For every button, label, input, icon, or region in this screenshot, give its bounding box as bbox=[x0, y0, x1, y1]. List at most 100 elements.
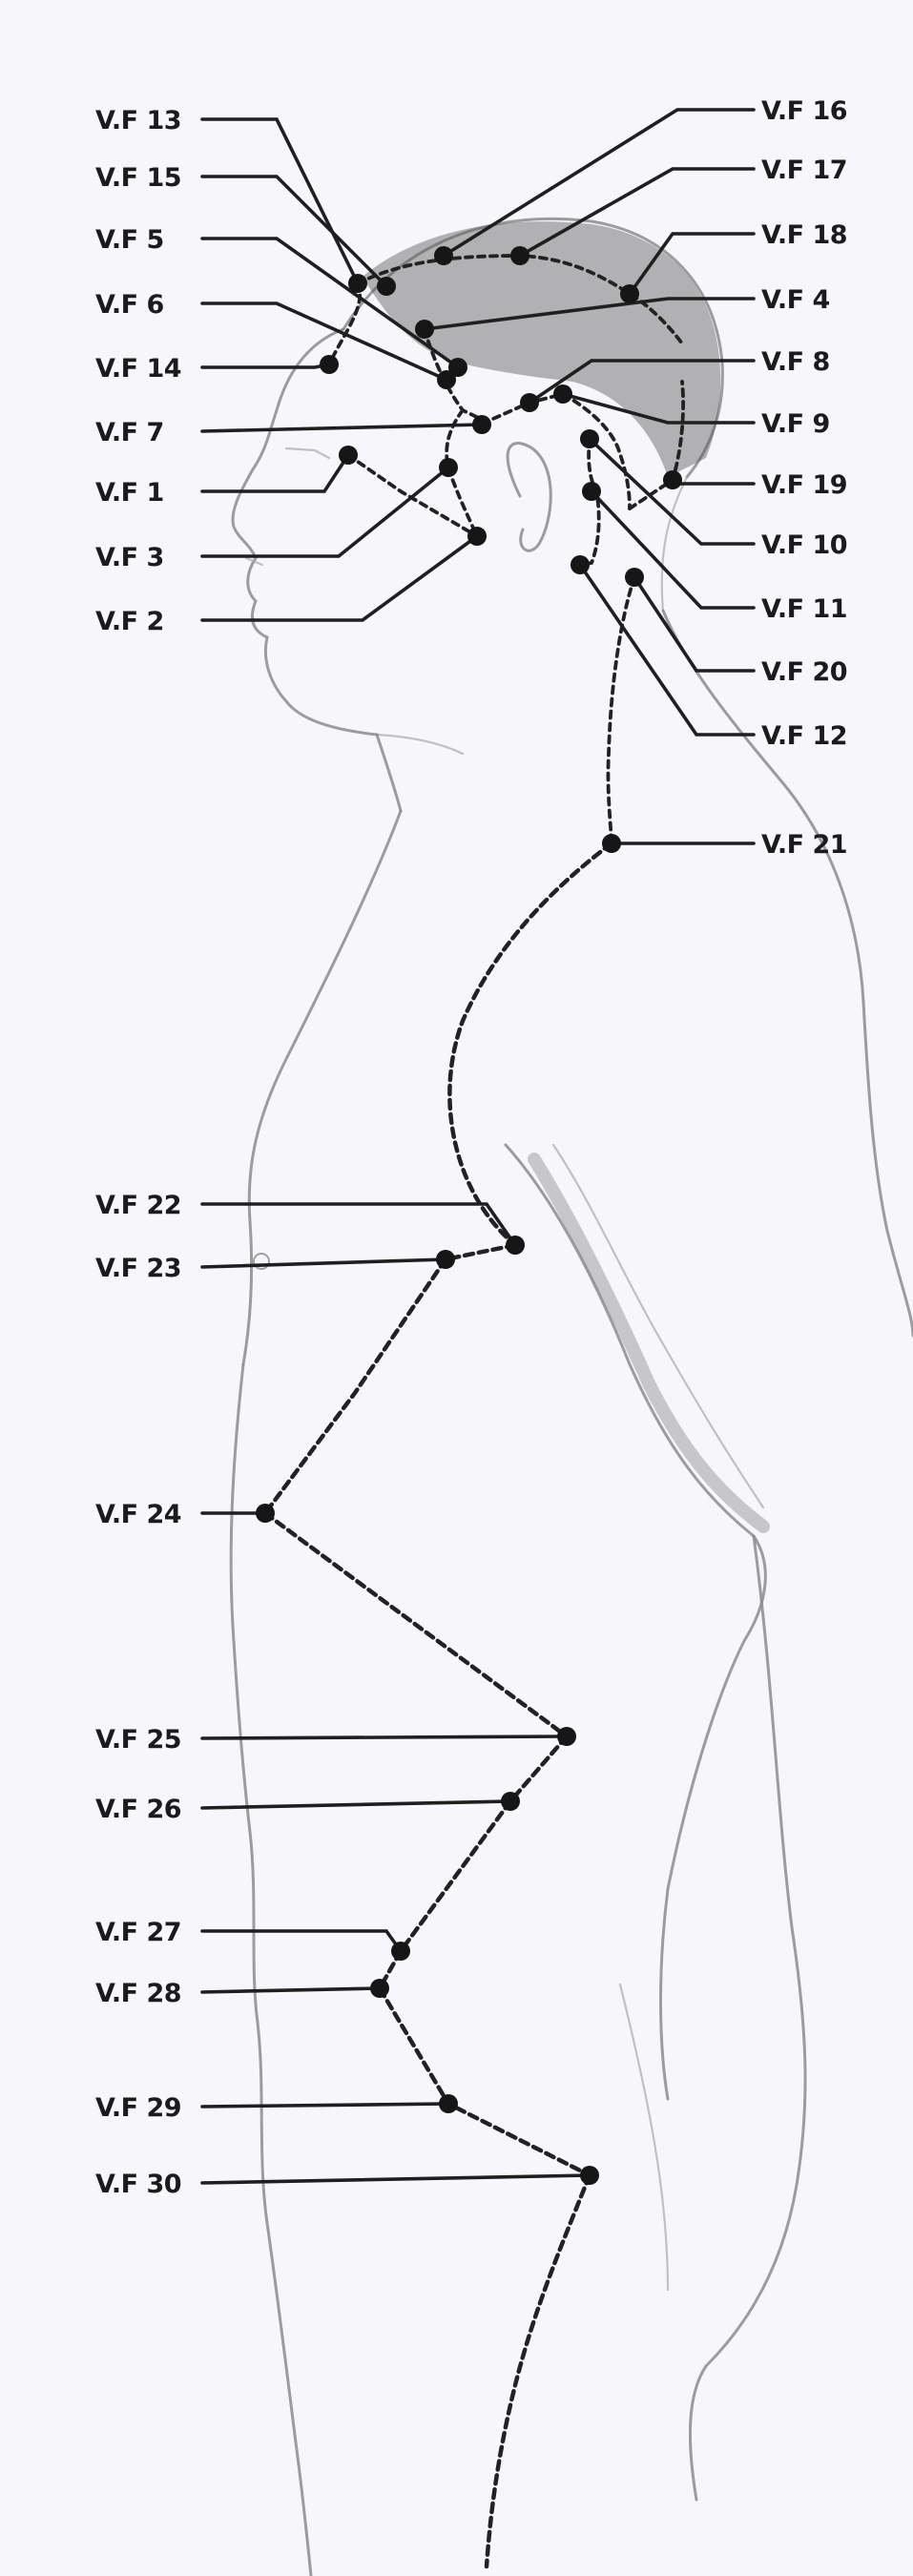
meridian-segment-scalp-top bbox=[356, 254, 684, 345]
meridian-segment-shoulder bbox=[447, 841, 614, 1248]
label-vf11: V.F 11 bbox=[761, 594, 847, 624]
point-vf20 bbox=[625, 568, 644, 587]
leader-vf5 bbox=[200, 237, 460, 369]
leader-vf6 bbox=[200, 301, 448, 382]
label-vf28: V.F 28 bbox=[95, 1979, 181, 2008]
meridian-segment-chest bbox=[443, 1242, 518, 1262]
leader-vf7 bbox=[200, 423, 484, 433]
meridian-segment-nape bbox=[606, 575, 636, 845]
point-vf13 bbox=[348, 274, 367, 293]
label-vf19: V.F 19 bbox=[761, 470, 847, 500]
meridian-segment-face bbox=[346, 453, 479, 538]
point-vf29 bbox=[439, 2094, 458, 2113]
leader-vf13 bbox=[200, 117, 360, 285]
label-vf24: V.F 24 bbox=[95, 1500, 181, 1529]
label-vf4: V.F 4 bbox=[761, 285, 830, 315]
label-vf3: V.F 3 bbox=[95, 543, 164, 572]
point-vf7 bbox=[472, 415, 491, 434]
label-vf6: V.F 6 bbox=[95, 290, 164, 320]
label-vf23: V.F 23 bbox=[95, 1254, 181, 1283]
label-vf12: V.F 12 bbox=[761, 721, 847, 751]
leader-vf15 bbox=[200, 175, 388, 288]
label-vf16: V.F 16 bbox=[761, 96, 847, 126]
leader-vf3 bbox=[200, 466, 450, 558]
label-vf10: V.F 10 bbox=[761, 530, 847, 560]
point-vf18 bbox=[620, 284, 639, 303]
point-vf25 bbox=[557, 1727, 576, 1746]
label-vf1: V.F 1 bbox=[95, 478, 164, 508]
leader-vf16 bbox=[442, 108, 756, 258]
leader-vf12 bbox=[578, 563, 756, 737]
leader-vf26 bbox=[200, 1799, 512, 1810]
point-vf1 bbox=[339, 446, 358, 465]
leader-vf14 bbox=[200, 363, 331, 369]
point-vf30 bbox=[580, 2166, 599, 2185]
point-vf15 bbox=[377, 277, 396, 296]
leader-vf11 bbox=[590, 489, 756, 610]
point-vf2 bbox=[467, 527, 487, 546]
point-vf3 bbox=[439, 458, 458, 477]
leader-vf30 bbox=[200, 2173, 591, 2185]
point-vf5 bbox=[448, 358, 467, 377]
leader-vf9 bbox=[561, 392, 756, 425]
point-vf17 bbox=[510, 246, 529, 265]
meridian-segment-hip bbox=[377, 1734, 592, 2178]
point-vf10 bbox=[580, 429, 599, 448]
point-vf19 bbox=[663, 470, 682, 489]
labels-right: V.F 16 V.F 17 V.F 18 V.F 4 V.F 8 V.F 9 V… bbox=[761, 96, 848, 860]
label-vf15: V.F 15 bbox=[95, 163, 181, 193]
label-vf2: V.F 2 bbox=[95, 607, 164, 636]
point-vf28 bbox=[370, 1979, 389, 1998]
point-vf11 bbox=[582, 482, 601, 501]
label-vf17: V.F 17 bbox=[761, 156, 847, 185]
labels-left: V.F 13 V.F 15 V.F 5 V.F 6 V.F 14 V.F 7 V… bbox=[95, 106, 182, 2199]
point-vf14 bbox=[320, 355, 339, 374]
leader-vf2 bbox=[200, 534, 479, 622]
leader-vf1 bbox=[200, 453, 350, 493]
point-vf23 bbox=[436, 1250, 455, 1269]
label-vf13: V.F 13 bbox=[95, 106, 181, 135]
leader-vf4 bbox=[423, 297, 756, 331]
label-vf5: V.F 5 bbox=[95, 225, 164, 255]
leader-vf29 bbox=[200, 2102, 450, 2109]
acupoints bbox=[256, 246, 682, 2185]
meridian-segment-ribs bbox=[262, 1257, 448, 1516]
point-vf8 bbox=[520, 393, 539, 412]
label-vf30: V.F 30 bbox=[95, 2170, 181, 2199]
point-vf27 bbox=[391, 1942, 410, 1961]
leader-vf23 bbox=[200, 1257, 447, 1269]
leader-vf25 bbox=[200, 1735, 569, 1740]
point-vf24 bbox=[256, 1504, 275, 1523]
label-vf18: V.F 18 bbox=[761, 220, 847, 250]
leader-vf8 bbox=[528, 359, 756, 405]
meridian-segment-abdomen bbox=[262, 1510, 570, 1739]
point-vf9 bbox=[553, 384, 572, 404]
label-vf21: V.F 21 bbox=[761, 830, 847, 860]
point-vf16 bbox=[434, 246, 453, 265]
leader-vf17 bbox=[518, 167, 756, 258]
leader-vf18 bbox=[628, 232, 756, 296]
meridian-segment-occiput bbox=[580, 437, 601, 567]
label-vf14: V.F 14 bbox=[95, 354, 181, 384]
label-vf25: V.F 25 bbox=[95, 1725, 181, 1755]
label-vf20: V.F 20 bbox=[761, 657, 847, 687]
point-vf21 bbox=[602, 834, 621, 853]
point-vf4 bbox=[415, 320, 434, 339]
point-vf26 bbox=[501, 1792, 520, 1811]
meridian-path bbox=[262, 254, 685, 2569]
point-vf6 bbox=[437, 370, 456, 389]
leader-lines bbox=[200, 108, 756, 2185]
leader-vf22 bbox=[200, 1202, 517, 1247]
leader-vf27 bbox=[200, 1929, 403, 1953]
meridian-segment-leg bbox=[484, 2172, 592, 2569]
label-vf9: V.F 9 bbox=[761, 409, 830, 439]
point-vf22 bbox=[506, 1236, 525, 1255]
label-vf7: V.F 7 bbox=[95, 418, 164, 447]
label-vf29: V.F 29 bbox=[95, 2093, 181, 2123]
label-vf8: V.F 8 bbox=[761, 347, 830, 377]
leader-vf10 bbox=[588, 437, 756, 546]
point-vf12 bbox=[571, 555, 590, 574]
leader-vf20 bbox=[633, 575, 756, 673]
label-vf27: V.F 27 bbox=[95, 1918, 181, 1947]
